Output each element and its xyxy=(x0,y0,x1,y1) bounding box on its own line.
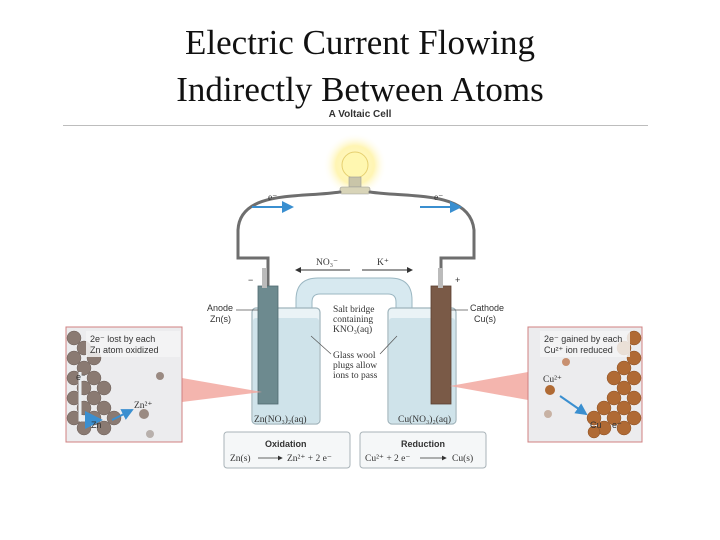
reduction-box: Reduction Cu²⁺ + 2 e⁻ Cu(s) xyxy=(360,432,486,468)
copper-ion-icon xyxy=(562,358,570,366)
anode-solution-label: Zn(NO₃)₂(aq) xyxy=(254,414,307,425)
left-zoom-pointer xyxy=(182,378,262,402)
copper-ion-icon xyxy=(545,385,555,395)
right-inset-electron: e⁻ xyxy=(612,420,622,430)
right-inset-atom: Cu xyxy=(590,420,602,430)
glass-wool-label-3: ions to pass xyxy=(333,371,378,381)
cathode-formula: Cu(s) xyxy=(474,314,496,324)
copper-ion-icon xyxy=(544,410,552,418)
oxidation-box: Oxidation Zn(s) Zn²⁺ + 2 e⁻ xyxy=(224,432,350,468)
zinc-electrode xyxy=(258,286,278,404)
salt-bridge-label-3: KNO₃(aq) xyxy=(333,324,372,335)
oxidation-lhs: Zn(s) xyxy=(230,453,251,464)
cathode-sign: + xyxy=(455,275,460,285)
nitrate-label: NO₃⁻ xyxy=(316,258,338,268)
left-inset-text-1: 2e⁻ lost by each xyxy=(90,334,155,344)
copper-electrode xyxy=(431,286,451,404)
anode-clip xyxy=(262,268,267,288)
light-bulb-icon xyxy=(323,133,387,197)
anode-label: Anode xyxy=(207,303,233,313)
electron-label-left: e⁻ xyxy=(268,193,277,203)
zinc-ion-icon xyxy=(156,372,164,380)
right-atomic-inset: 2e⁻ gained by each Cu²⁺ ion reduced Cu²⁺… xyxy=(528,327,642,442)
glass-wool-label-2: plugs allow xyxy=(333,361,377,371)
left-inset-ion: Zn²⁺ xyxy=(134,401,152,411)
anode-formula: Zn(s) xyxy=(210,314,231,324)
cathode-clip xyxy=(438,268,443,288)
oxidation-title: Oxidation xyxy=(265,439,307,449)
salt-bridge-label-2: containing xyxy=(333,315,373,325)
right-inset-ion: Cu²⁺ xyxy=(543,375,562,385)
left-atomic-inset: 2e⁻ lost by each Zn atom oxidized e⁻ Zn²… xyxy=(66,327,182,442)
right-inset-text-1: 2e⁻ gained by each xyxy=(544,334,622,344)
left-inset-electron: e⁻ xyxy=(76,372,86,382)
oxidation-rhs: Zn²⁺ + 2 e⁻ xyxy=(287,454,332,464)
anode-sign: − xyxy=(248,275,253,285)
reduction-lhs: Cu²⁺ + 2 e⁻ xyxy=(365,454,410,464)
salt-bridge-label-1: Salt bridge xyxy=(333,305,374,315)
glass-wool-label-1: Glass wool xyxy=(333,351,376,361)
right-inset-text-2: Cu²⁺ ion reduced xyxy=(544,345,613,355)
cathode-solution-label: Cu(NO₃)₂(aq) xyxy=(398,414,451,425)
cathode-label: Cathode xyxy=(470,303,504,313)
zinc-ion-icon xyxy=(146,430,154,438)
potassium-label: K⁺ xyxy=(377,258,389,268)
electron-label-right: e⁻ xyxy=(434,193,443,203)
reduction-rhs: Cu(s) xyxy=(452,453,473,464)
left-inset-atom: Zn xyxy=(91,420,102,430)
right-zoom-pointer xyxy=(450,372,528,400)
left-inset-text-2: Zn atom oxidized xyxy=(90,345,159,355)
reduction-title: Reduction xyxy=(401,439,445,449)
